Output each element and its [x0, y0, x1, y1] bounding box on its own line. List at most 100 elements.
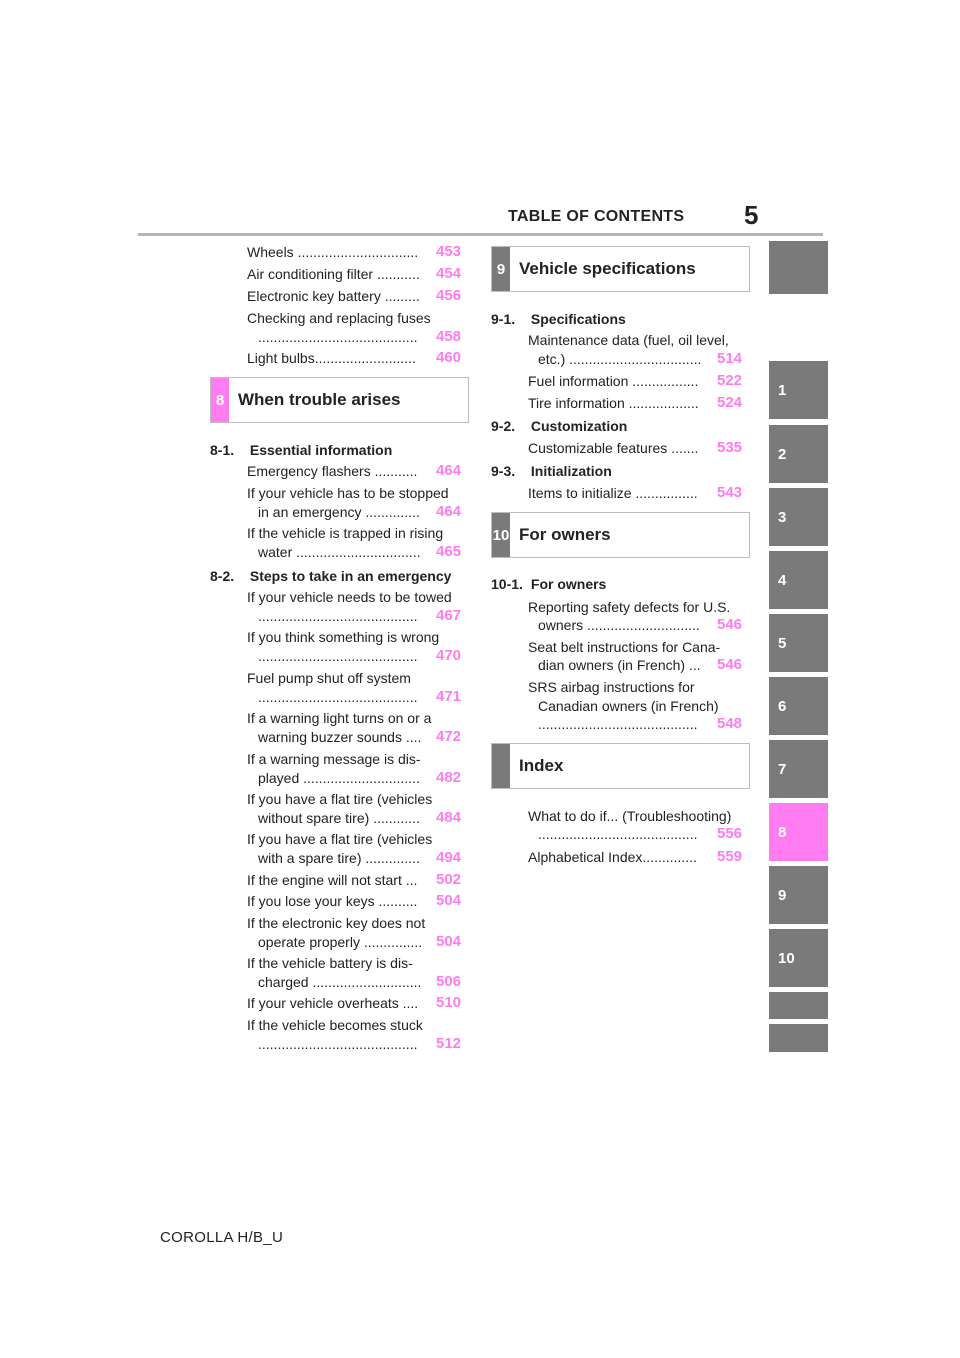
entry-label-cont: charged ............................	[258, 974, 422, 990]
tab-chapter-3[interactable]: 3	[769, 488, 828, 546]
entry-label: If your vehicle overheats ....	[247, 995, 419, 1011]
section-8-header[interactable]: 8 When trouble arises	[210, 377, 469, 423]
entry-page[interactable]: 484	[436, 809, 462, 826]
entry-label: If the vehicle becomes stuck	[247, 1017, 423, 1033]
entry-label: If the vehicle battery is dis-	[247, 955, 413, 971]
entry-page[interactable]: 454	[436, 265, 462, 282]
subsection-number: 9-2.	[491, 418, 516, 434]
entry-label-cont: dian owners (in French) ...	[538, 657, 701, 673]
entry-page[interactable]: 524	[717, 394, 743, 411]
entry-label: If your vehicle has to be stopped	[247, 485, 449, 501]
tab-chapter-9[interactable]: 9	[769, 866, 828, 924]
entry-page[interactable]: 464	[436, 503, 462, 520]
tab-blank-top[interactable]	[769, 241, 828, 294]
entry-page[interactable]: 456	[436, 287, 462, 304]
tab-blank-2[interactable]	[769, 1024, 828, 1052]
tab-chapter-6[interactable]: 6	[769, 677, 828, 735]
entry-label-cont: ........................................…	[258, 648, 418, 664]
entry-label-cont: owners .............................	[538, 617, 700, 633]
entry-label-cont: Canadian owners (in French)	[538, 698, 719, 714]
entry-label: What to do if... (Troubleshooting)	[528, 808, 732, 824]
entry-page[interactable]: 458	[436, 328, 462, 345]
subsection-title: Initialization	[530, 463, 612, 479]
section-10-header[interactable]: 10 For owners	[491, 512, 750, 558]
subsection-9-2[interactable]: 9-2. Customization	[491, 416, 627, 436]
entry-page[interactable]: 502	[436, 871, 462, 888]
subsection-number: 8-2.	[210, 568, 235, 584]
entry-label: Customizable features .......	[528, 440, 699, 456]
entry-page[interactable]: 546	[717, 616, 743, 633]
index-header[interactable]: Index	[491, 743, 750, 789]
entry-page[interactable]: 522	[717, 372, 743, 389]
header-title: TABLE OF CONTENTS	[508, 208, 685, 225]
entry-page[interactable]: 559	[717, 848, 743, 865]
entry-page[interactable]: 543	[717, 484, 743, 501]
entry-label: Fuel information .................	[528, 373, 699, 389]
entry-label: Electronic key battery .........	[247, 288, 420, 304]
entry-label-cont: ........................................…	[538, 716, 698, 732]
subsection-8-2[interactable]: 8-2. Steps to take in an emergency	[210, 566, 451, 586]
entry-label: If you have a flat tire (vehicles	[247, 831, 433, 847]
entry-page[interactable]: 470	[436, 647, 462, 664]
entry-page[interactable]: 506	[436, 973, 462, 990]
tab-chapter-4[interactable]: 4	[769, 551, 828, 609]
entry-page[interactable]: 510	[436, 994, 462, 1011]
tab-chapter-7[interactable]: 7	[769, 740, 828, 798]
tab-chapter-1[interactable]: 1	[769, 361, 828, 419]
section-title: Index	[519, 756, 564, 775]
section-title: Vehicle specifications	[519, 259, 696, 278]
entry-page[interactable]: 504	[436, 892, 462, 909]
subsection-title: Steps to take in an emergency	[249, 568, 452, 584]
entry-page[interactable]: 514	[717, 350, 743, 367]
entry-label: If you have a flat tire (vehicles	[247, 791, 433, 807]
subsection-number: 10-1.	[491, 576, 523, 592]
entry-label: Maintenance data (fuel, oil level,	[528, 332, 729, 348]
entry-page[interactable]: 548	[717, 715, 743, 732]
subsection-8-1[interactable]: 8-1. Essential information	[210, 440, 392, 460]
subsection-number: 9-3.	[491, 463, 516, 479]
entry-label-cont: in an emergency ..............	[258, 504, 420, 520]
subsection-9-3[interactable]: 9-3. Initialization	[491, 461, 612, 481]
tab-chapter-8[interactable]: 8	[769, 803, 828, 861]
entry-page[interactable]: 460	[436, 349, 462, 366]
entry-page[interactable]: 465	[436, 543, 462, 560]
entry-label: Checking and replacing fuses	[247, 310, 431, 326]
entry-page[interactable]: 482	[436, 769, 462, 786]
entry-page[interactable]: 467	[436, 607, 462, 624]
tab-chapter-5[interactable]: 5	[769, 614, 828, 672]
entry-page[interactable]: 504	[436, 933, 462, 950]
subsection-10-1[interactable]: 10-1. For owners	[491, 574, 606, 594]
subsection-9-1[interactable]: 9-1. Specifications	[491, 309, 626, 329]
entry-page[interactable]: 453	[436, 243, 462, 260]
entry-label: If the engine will not start ...	[247, 872, 418, 888]
subsection-title: Customization	[530, 418, 628, 434]
subsection-number: 8-1.	[210, 442, 235, 458]
section-title: When trouble arises	[238, 390, 401, 409]
entry-page[interactable]: 494	[436, 849, 462, 866]
entry-page[interactable]: 464	[436, 462, 462, 479]
entry-page[interactable]: 556	[717, 825, 743, 842]
entry-page[interactable]: 471	[436, 688, 462, 705]
entry-page[interactable]: 546	[717, 656, 743, 673]
entry-page[interactable]: 472	[436, 728, 462, 745]
section-number: 9	[492, 247, 510, 291]
entry-label-cont: without spare tire) ............	[258, 810, 420, 826]
tab-chapter-10[interactable]: 10	[769, 929, 828, 987]
entry-page[interactable]: 535	[717, 439, 743, 456]
section-number: 8	[211, 378, 229, 422]
entry-label-cont: with a spare tire) ..............	[258, 850, 420, 866]
entry-page[interactable]: 512	[436, 1035, 462, 1052]
entry-label: SRS airbag instructions for	[528, 679, 695, 695]
entry-label: Wheels ...............................	[247, 244, 419, 260]
entry-label: Items to initialize ................	[528, 485, 698, 501]
entry-label-cont: ........................................…	[258, 689, 418, 705]
entry-label-cont: operate properly ...............	[258, 934, 423, 950]
tab-chapter-2[interactable]: 2	[769, 425, 828, 483]
subsection-title: For owners	[530, 576, 607, 592]
entry-label: Light bulbs..........................	[247, 350, 416, 366]
section-9-header[interactable]: 9 Vehicle specifications	[491, 246, 750, 292]
tab-blank-1[interactable]	[769, 992, 828, 1019]
entry-label-cont: ........................................…	[258, 1036, 418, 1052]
entry-label: Seat belt instructions for Cana-	[528, 639, 721, 655]
entry-label: If you think something is wrong	[247, 629, 440, 645]
